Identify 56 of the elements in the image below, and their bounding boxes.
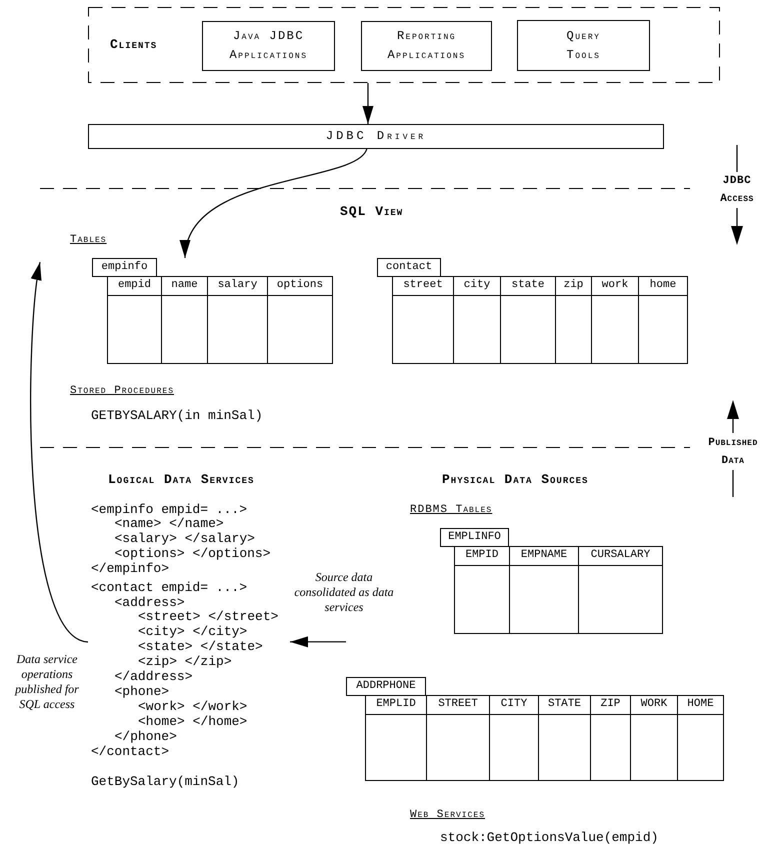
view-band [40,188,690,448]
edge-label: Data service operations published for SQL access [14,652,80,712]
column-header: CURSALARY [578,546,663,566]
table-name-tab: contact [377,258,441,277]
code-line: <work> </work> [138,699,248,715]
code-line: <zip> </zip> [138,654,232,670]
database-table [92,258,332,364]
code-line: <contact empid= ...> [91,580,248,596]
subsection-heading: Stored Procedures [70,384,174,399]
client-group [88,7,720,83]
table-name-tab: ADDRPHONE [346,677,426,696]
database-table [440,528,662,634]
column-header: street [392,276,454,296]
application-box: Reporting Applications [361,21,492,71]
code-line: <options> </options> [114,546,271,562]
arrow [182,148,368,258]
procedure-signature: GETBYSALARY(in minSal) [91,408,263,424]
arrow [362,83,374,124]
subsection-heading: Web Services [410,808,486,823]
code-line: <address> [114,595,185,611]
database-table [346,677,723,781]
layer-label: JDBC Access [719,174,755,207]
arrow [290,636,346,648]
subsection-heading: RDBMS Tables [410,503,492,518]
operation-signature: GetBySalary(minSal) [91,774,240,790]
application-box: Query Tools [517,20,650,71]
arrow [30,262,88,643]
code-line: </contact> [91,744,170,760]
section-heading: SQL View [340,204,404,220]
code-line: <city> </city> [138,624,248,640]
code-line: </empinfo> [91,561,170,577]
code-line: <name> </name> [114,516,224,532]
application-box: Java JDBC Applications [202,21,335,71]
code-line: <home> </home> [138,714,248,730]
section-heading: Logical Data Services [108,472,254,488]
operation-signature: stock:GetOptionsValue(empid) [440,830,658,846]
column-header: HOME [677,695,724,715]
group-label: Clients [110,37,158,53]
code-line: <street> </street> [138,609,278,625]
column-header: options [267,276,333,296]
code-line: <empinfo empid= ...> [91,502,248,518]
table-name-tab: empinfo [92,258,157,277]
section-heading: Physical Data Sources [442,472,588,488]
code-line: <salary> </salary> [114,531,255,547]
edge-label: Source data consolidated as data services [294,570,394,615]
code-line: </phone> [114,729,177,745]
code-line: <state> </state> [138,639,263,655]
layer-label: Published Data [707,436,759,469]
driver-box: JDBC Driver [88,124,664,149]
code-line: </address> [114,669,193,685]
table-name-tab: EMPLINFO [440,528,509,547]
code-line: <phone> [114,684,170,700]
column-header: home [638,276,688,296]
column-header: empid [107,276,162,296]
subsection-heading: Tables [70,233,107,248]
database-table [377,258,687,364]
